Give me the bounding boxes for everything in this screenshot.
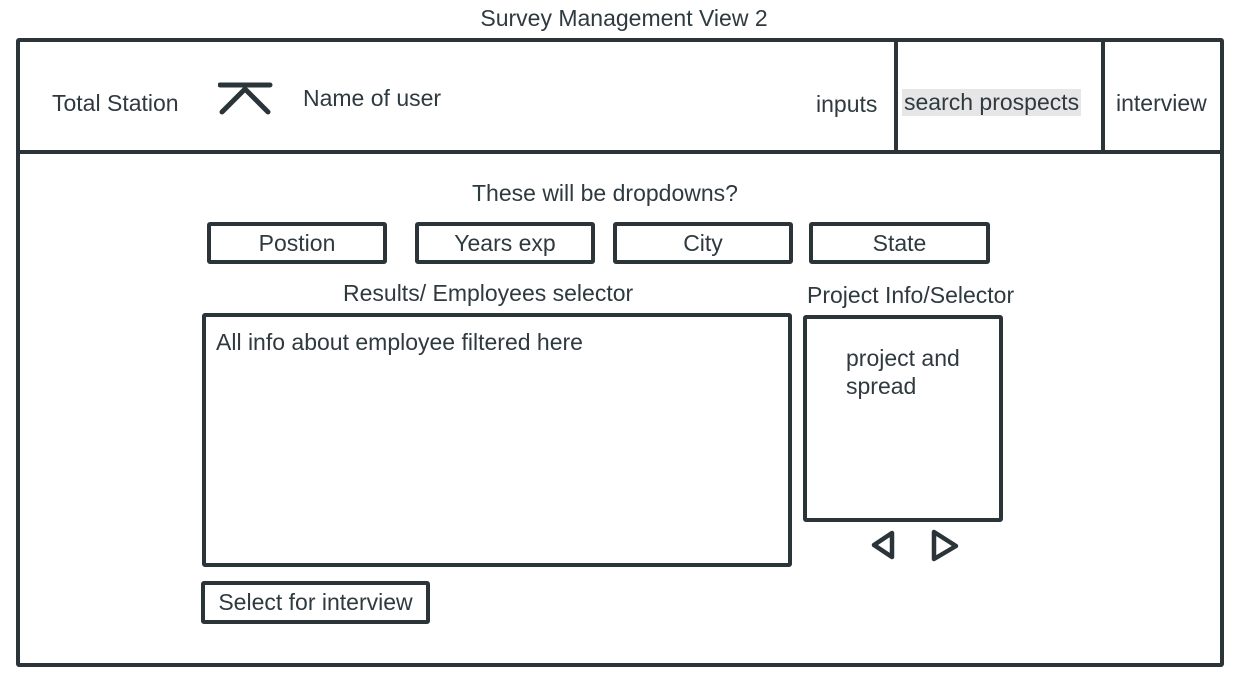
project-info-line: spread [846, 373, 917, 399]
filter-city-dropdown[interactable]: City [613, 222, 793, 264]
app-name: Total Station [52, 90, 179, 116]
user-chevron-icon[interactable] [217, 80, 274, 116]
results-caption: Results/ Employees selector [343, 280, 634, 306]
triangle-right-icon[interactable] [927, 528, 961, 562]
nav-inputs[interactable]: inputs [816, 91, 878, 117]
filter-position-dropdown[interactable]: Postion [207, 222, 387, 264]
employee-results-list[interactable]: All info about employee filtered here [202, 313, 792, 567]
filter-label: City [683, 229, 723, 256]
view-title: Survey Management View 2 [480, 5, 768, 31]
user-name[interactable]: Name of user [303, 85, 442, 111]
select-button-label: Select for interview [218, 589, 413, 615]
nav-separator [1101, 38, 1105, 152]
header-divider [16, 150, 1224, 154]
filter-label: Years exp [454, 229, 556, 256]
project-caption: Project Info/Selector [807, 282, 1015, 308]
filter-label: Postion [258, 229, 336, 256]
select-for-interview-button[interactable]: Select for interview [201, 581, 430, 624]
nav-search-prospects[interactable]: search prospects [902, 89, 1082, 116]
nav-separator [894, 38, 898, 152]
filter-years-exp-dropdown[interactable]: Years exp [415, 222, 595, 264]
project-info-panel[interactable]: project and spread [803, 315, 1003, 522]
results-placeholder-text: All info about employee filtered here [216, 329, 583, 355]
filter-state-dropdown[interactable]: State [809, 222, 990, 264]
filter-label: State [872, 229, 927, 256]
nav-interview[interactable]: interview [1116, 90, 1207, 116]
filters-caption: These will be dropdowns? [472, 180, 738, 206]
triangle-left-icon[interactable] [866, 528, 900, 562]
project-info-line: project and [846, 345, 960, 371]
